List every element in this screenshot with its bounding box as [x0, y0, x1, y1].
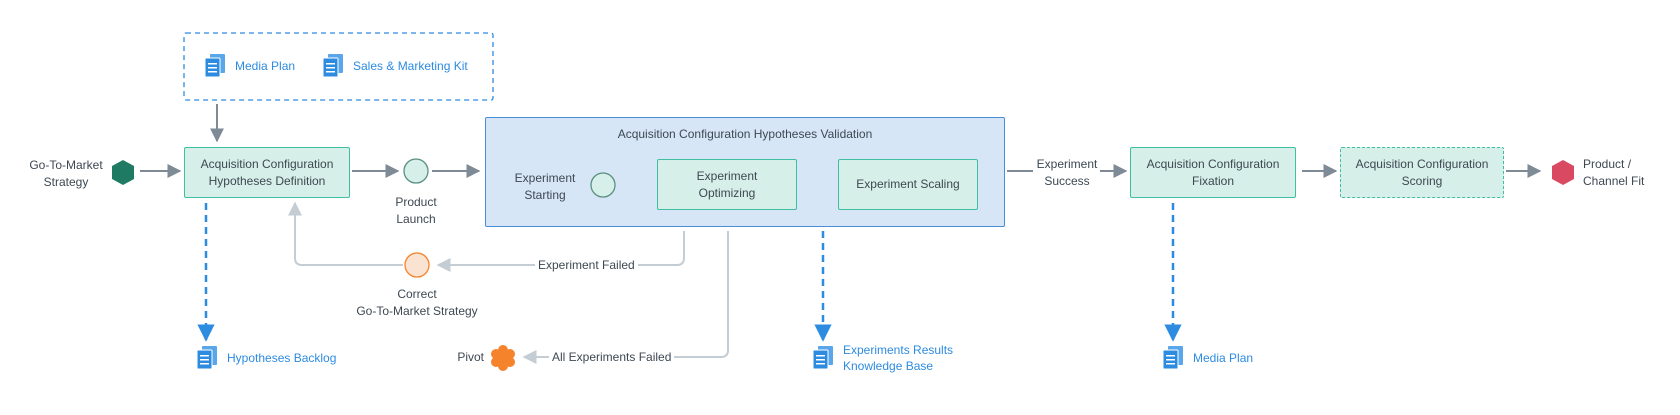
experiment-scaling-label: Experiment Scaling	[856, 177, 960, 191]
experiment-starting-circle	[590, 172, 616, 198]
sales-kit-input-label: Sales & Marketing Kit	[353, 59, 468, 73]
sales-kit-input[interactable]: Sales & Marketing Kit	[322, 54, 468, 78]
product-launch-circle	[403, 158, 429, 184]
hypotheses-definition-line2: Hypotheses Definition	[208, 173, 326, 188]
document-stack-icon	[812, 346, 833, 370]
start-hexagon-icon	[112, 160, 134, 185]
hypotheses-backlog-output[interactable]: Hypotheses Backlog	[196, 346, 336, 370]
media-plan-output-label: Media Plan	[1193, 351, 1254, 365]
end-label: Product /Channel Fit	[1583, 157, 1645, 188]
document-stack-icon	[196, 346, 217, 370]
experiment-scaling-box[interactable]: Experiment Scaling	[838, 159, 978, 210]
fixation-line2: Fixation	[1191, 173, 1235, 188]
hypotheses-backlog-label: Hypotheses Backlog	[227, 351, 337, 365]
experiment-optimizing-line2: Optimizing	[698, 185, 756, 200]
document-stack-icon	[204, 54, 225, 78]
inputs-container	[183, 32, 494, 101]
media-plan-output[interactable]: Media Plan	[1162, 346, 1253, 370]
scoring-line2: Scoring	[1401, 173, 1443, 188]
validation-title: Acquisition Configuration Hypotheses Val…	[617, 127, 873, 141]
hypotheses-definition-line1: Acquisition Configuration	[200, 156, 334, 171]
pivot-flower-icon	[491, 345, 515, 371]
correct-strategy-circle	[404, 252, 430, 278]
scoring-line1: Acquisition Configuration	[1355, 156, 1489, 171]
fixation-line1: Acquisition Configuration	[1146, 156, 1280, 171]
pivot-label: Pivot	[457, 350, 484, 364]
document-stack-icon	[1162, 346, 1183, 370]
experiment-failed-label: Experiment Failed	[535, 257, 638, 274]
end-hexagon-icon	[1552, 160, 1574, 185]
experiment-optimizing-line1: Experiment	[696, 168, 758, 183]
arrow-all-failed-to-pivot	[522, 231, 729, 364]
media-plan-input[interactable]: Media Plan	[204, 54, 295, 78]
all-failed-label: All Experiments Failed	[549, 349, 675, 366]
arrow-experiment-failed	[436, 231, 685, 272]
document-stack-icon	[322, 54, 343, 78]
arrow-correct-to-definition	[288, 201, 403, 266]
media-plan-input-label: Media Plan	[235, 59, 296, 73]
